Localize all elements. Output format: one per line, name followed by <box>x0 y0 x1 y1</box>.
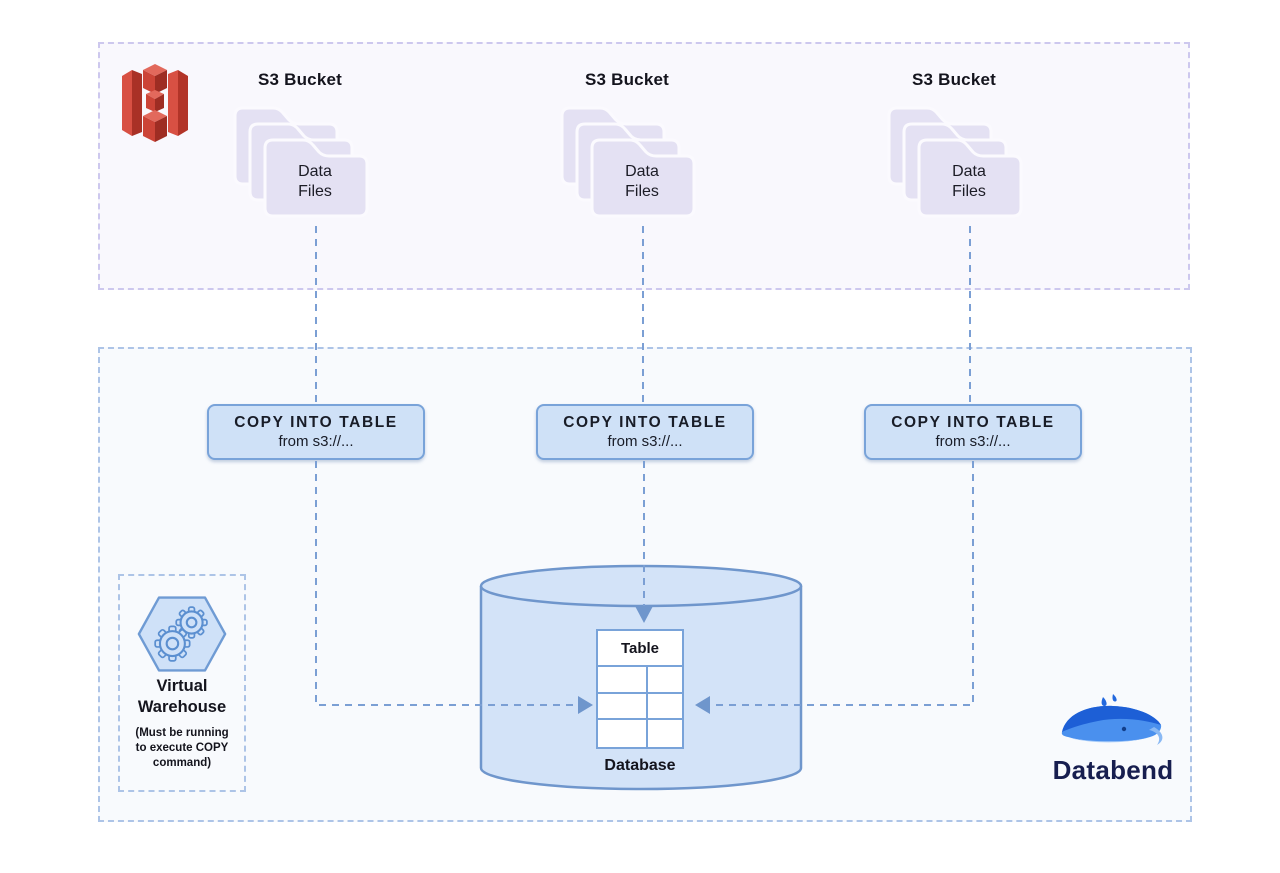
whale-belly <box>1070 737 1149 743</box>
table-label: Table <box>598 631 682 667</box>
s3-service-icon <box>122 64 188 142</box>
copy-command-source: from s3://... <box>278 433 354 450</box>
water-drop-icon <box>1101 697 1107 706</box>
virtual-warehouse-label: Virtual Warehouse <box>137 677 227 716</box>
whale-back <box>1062 705 1161 732</box>
folder-stack-icon <box>887 106 1023 218</box>
data-files-label: Data Files <box>625 163 659 200</box>
brand-wordmark: Databend <box>1052 755 1174 785</box>
water-drop-icon <box>1112 694 1117 702</box>
whale-icon <box>1061 694 1163 745</box>
s3-cube-middle <box>146 90 164 112</box>
gear-hexagon-icon <box>137 596 227 672</box>
virtual-warehouse-note: (Must be running to execute COPY command… <box>135 727 229 769</box>
database-label: Database <box>604 757 676 774</box>
copy-command-source: from s3://... <box>935 433 1011 450</box>
s3-cube-top <box>143 64 167 94</box>
table-cell <box>598 720 648 747</box>
copy-into-table-box-3: COPY INTO TABLE from s3://... <box>864 404 1082 460</box>
copy-into-table-box-2: COPY INTO TABLE from s3://... <box>536 404 754 460</box>
gear-large-icon <box>154 625 191 662</box>
table-cell <box>647 720 682 747</box>
copy-into-table-box-1: COPY INTO TABLE from s3://... <box>207 404 425 460</box>
table-cell <box>598 667 648 694</box>
bucket-group-2: S3 Bucket Data Files <box>560 60 700 244</box>
s3-bucket-label: S3 Bucket <box>584 70 669 89</box>
s3-bucket-label: S3 Bucket <box>911 70 996 89</box>
bucket-group-1: S3 Bucket Data Files <box>233 60 373 244</box>
whale-eye <box>1121 726 1127 732</box>
s3-bucket-label: S3 Bucket <box>257 70 342 89</box>
copy-command-title: COPY INTO TABLE <box>563 414 727 431</box>
gear-small-icon <box>175 606 208 639</box>
folder-stack-icon <box>233 106 369 218</box>
s3-cube-bottom <box>143 110 167 142</box>
table-graphic: Table <box>596 629 684 749</box>
databend-brand: Databend <box>1048 694 1178 786</box>
copy-command-title: COPY INTO TABLE <box>891 414 1055 431</box>
copy-command-title: COPY INTO TABLE <box>234 414 398 431</box>
data-files-label: Data Files <box>952 163 986 200</box>
data-files-label: Data Files <box>298 163 332 200</box>
folder-stack-icon <box>560 106 696 218</box>
virtual-warehouse-box: Virtual Warehouse (Must be running to ex… <box>118 574 246 792</box>
table-cell <box>647 667 682 694</box>
copy-command-source: from s3://... <box>607 433 683 450</box>
whale-tail <box>1149 727 1163 745</box>
table-cell <box>598 693 648 721</box>
table-cell <box>647 693 682 721</box>
bucket-group-3: S3 Bucket Data Files <box>887 60 1027 244</box>
